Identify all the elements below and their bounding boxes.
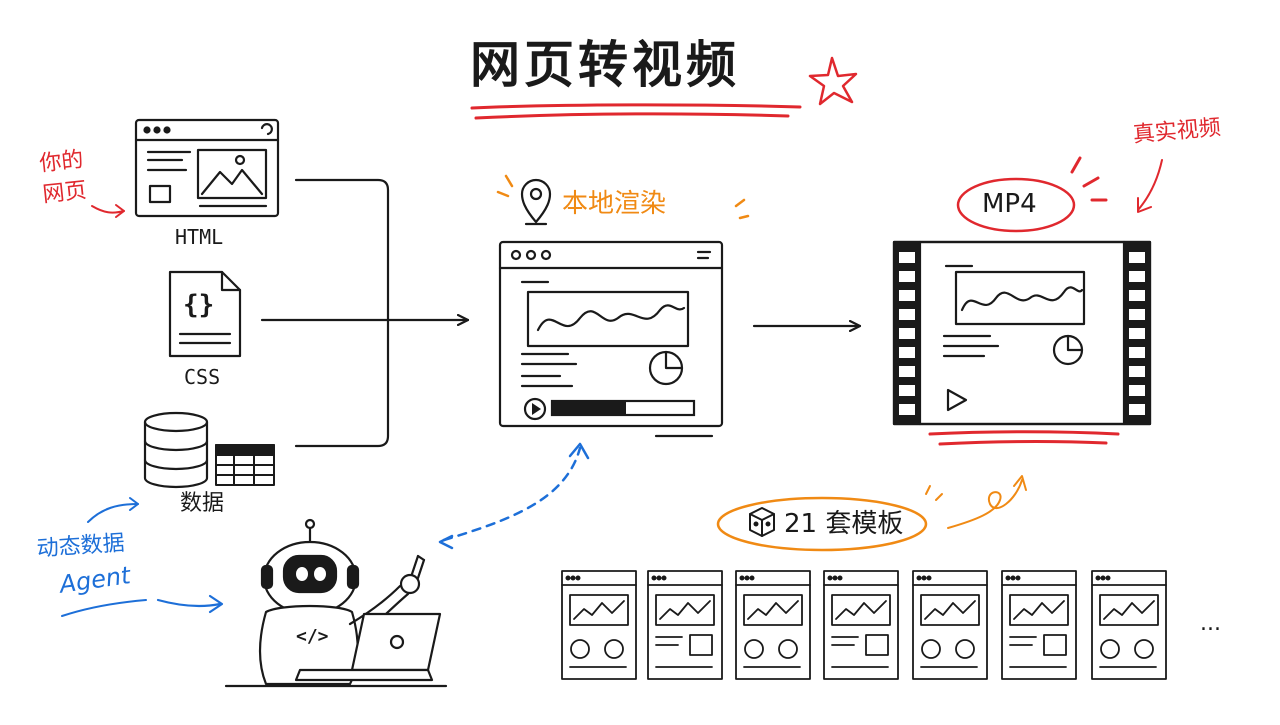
html-browser-window-icon <box>134 118 280 218</box>
agent-label-underline <box>61 599 147 617</box>
film-sprocket-hole <box>899 385 915 396</box>
css-label: CSS <box>184 365 221 389</box>
render-progress-bar <box>550 399 696 417</box>
agent-tail-chevron <box>438 534 454 550</box>
template-thumbnail <box>1001 570 1077 680</box>
template-thumbnail <box>912 570 988 680</box>
your-webpage-arrow <box>91 205 125 214</box>
mp4-circle <box>956 177 1076 233</box>
mp4-label: MP4 <box>982 189 1037 219</box>
film-sprocket-hole <box>1129 404 1145 415</box>
film-sprocket-hole <box>899 252 915 263</box>
local-render-label: 本地渲染 <box>562 189 667 219</box>
video-underline <box>928 430 1120 446</box>
title-underline <box>470 103 802 120</box>
your-webpage-note-line-2: 网页 <box>41 178 88 208</box>
location-pin-icon <box>520 178 552 226</box>
film-sprocket-hole <box>1129 385 1145 396</box>
film-sprocket-hole <box>1129 347 1145 358</box>
html-label: HTML <box>175 225 224 249</box>
templates-to-video-arrow <box>947 479 1023 529</box>
real-video-arrowhead <box>1137 197 1152 213</box>
film-sprocket-hole <box>1129 290 1145 301</box>
agent-label-top-arrow <box>87 503 139 523</box>
film-sprocket-hole <box>899 347 915 358</box>
video-film-frame <box>892 240 1152 426</box>
templates-sparkles <box>925 485 943 501</box>
agent-to-render-dashed-arrow <box>442 446 582 542</box>
film-sprocket-holes <box>899 252 1145 415</box>
film-sprocket-hole <box>1129 328 1145 339</box>
film-sprocket-hole <box>899 271 915 282</box>
css-file-icon <box>168 270 242 358</box>
film-sprocket-hole <box>899 290 915 301</box>
film-sprocket-hole <box>1129 309 1145 320</box>
svg-text:</>: </> <box>296 626 329 647</box>
agent-to-robot-arrow <box>156 598 222 608</box>
input-merge-connectors <box>260 178 390 448</box>
your-webpage-arrowhead <box>115 204 125 218</box>
cube-icon <box>749 507 775 537</box>
robot-icon: </> <box>258 518 426 686</box>
template-thumbnail <box>1091 570 1167 680</box>
film-sprocket-hole <box>1129 366 1145 377</box>
render-play-icon <box>523 397 547 421</box>
your-webpage-note: 你的 网页 <box>38 145 88 211</box>
real-video-arrow <box>1137 159 1163 211</box>
templates-badge-outline <box>716 496 928 552</box>
film-sprocket-hole <box>1129 252 1145 263</box>
templates-more-ellipsis: ... <box>1200 611 1221 636</box>
template-thumbnail <box>561 570 637 680</box>
film-sprocket-hole <box>899 309 915 320</box>
templates-to-video-arrowhead <box>1013 475 1027 491</box>
agent-to-robot-arrowhead <box>208 594 224 614</box>
page-title: 网页转视频 <box>470 36 740 94</box>
table-icon <box>215 444 275 486</box>
star-icon <box>808 56 858 106</box>
css-braces-glyph: {} <box>183 290 215 320</box>
render-browser-window <box>498 240 724 438</box>
your-webpage-note-line-1: 你的 <box>38 147 85 177</box>
agent-label-top-arrowhead <box>129 497 139 511</box>
agent-to-render-arrowhead <box>568 442 590 460</box>
mp4-accent-marks <box>1070 156 1108 202</box>
film-sprocket-hole <box>1129 271 1145 282</box>
template-thumbnail <box>647 570 723 680</box>
template-thumbnail <box>823 570 899 680</box>
film-sprocket-hole <box>899 404 915 415</box>
templates-label: 21 套模板 <box>784 509 904 539</box>
data-label: 数据 <box>180 491 225 516</box>
render-sparkles <box>496 174 750 220</box>
template-thumbnails <box>561 570 1167 680</box>
laptop-icon <box>224 612 448 688</box>
database-icon <box>143 411 209 489</box>
film-sprocket-hole <box>899 328 915 339</box>
film-sprocket-hole <box>899 366 915 377</box>
template-thumbnail <box>735 570 811 680</box>
